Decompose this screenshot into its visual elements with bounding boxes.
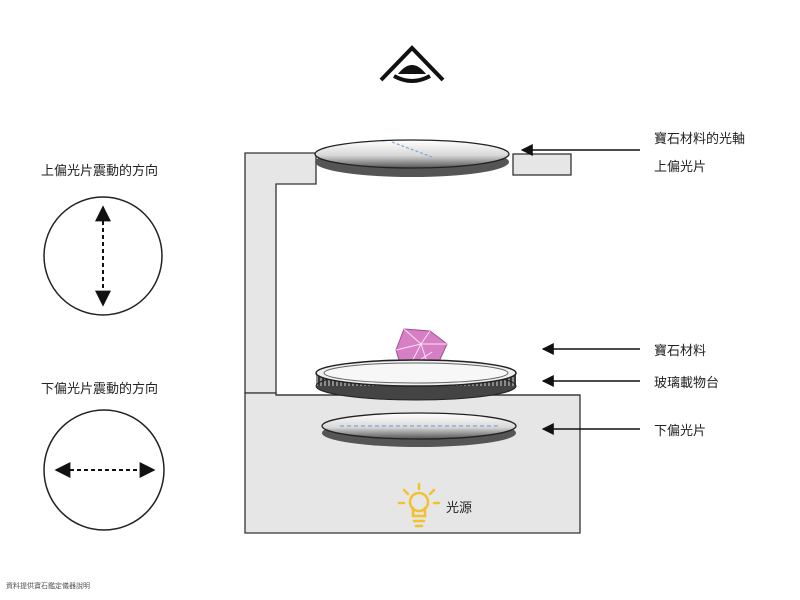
lower-polarizer-direction-label: 下偏光片震動的方向 xyxy=(41,382,159,397)
upper-polarizer-direction-circle xyxy=(43,196,163,316)
light-bulb-icon xyxy=(397,482,441,528)
upper-polarizer-label: 上偏光片 xyxy=(654,160,707,175)
eye-icon xyxy=(379,45,445,83)
gem-optic-axis-label: 寶石材料的光軸 xyxy=(654,132,746,147)
pointer-arrows xyxy=(520,144,640,435)
glass-stage-label: 玻璃載物台 xyxy=(654,376,720,391)
upper-polarizer-direction-label: 上偏光片震動的方向 xyxy=(41,164,159,179)
lower-polarizer-label: 下偏光片 xyxy=(654,424,707,439)
glass-stage-disc xyxy=(315,359,517,401)
lower-polarizer-direction-circle xyxy=(43,409,165,531)
upper-polarizer-disc xyxy=(314,139,510,177)
source-caption: 資料提供寶石鑑定儀器說明 xyxy=(6,582,90,590)
gem-material-label: 寶石材料 xyxy=(654,344,707,359)
light-source-label: 光源 xyxy=(446,501,473,516)
lower-polarizer-disc xyxy=(321,412,517,447)
